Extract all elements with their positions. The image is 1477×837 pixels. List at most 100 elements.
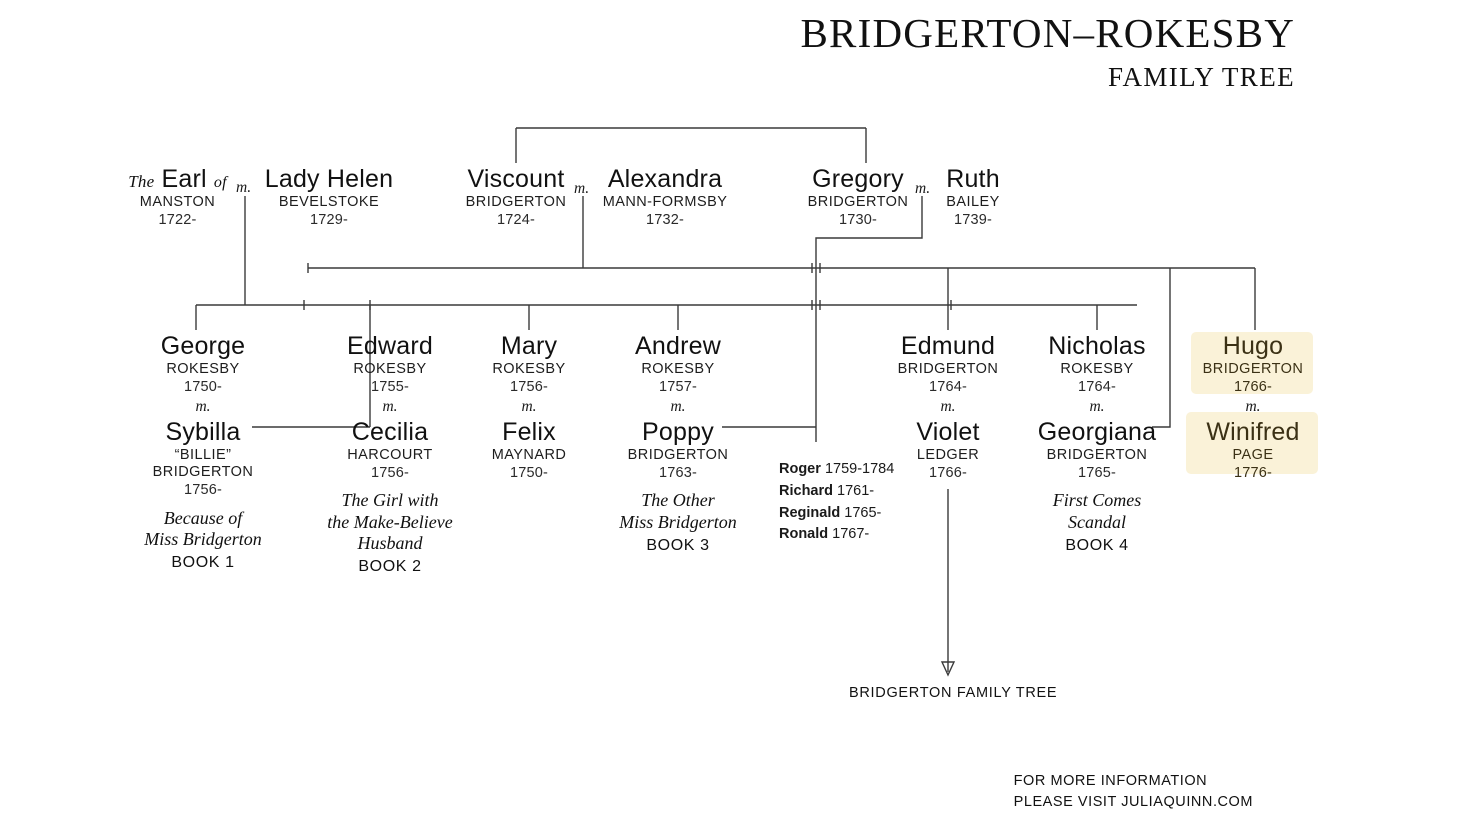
person-given-name: Gregory	[812, 165, 904, 193]
pointer-label-bridgerton-tree[interactable]: BRIDGERTON FAMILY TREE	[849, 685, 1058, 701]
child-years: 1765-	[844, 504, 882, 521]
book-title: The Other Miss Bridgerton	[619, 490, 737, 532]
name-suffix-of: of	[213, 174, 227, 191]
spouse-given-name: Sybilla	[165, 417, 241, 446]
book-number: BOOK 2	[358, 558, 422, 575]
person-years: 1732-	[645, 212, 685, 229]
person-given-name: Alexandra	[607, 165, 723, 193]
spouse-given-name: Georgiana	[1037, 417, 1157, 446]
person-surname: ROKESBY	[353, 361, 427, 377]
person-years: 1724-	[496, 212, 536, 229]
title-main: BRIDGERTON–ROKESBY	[800, 10, 1295, 56]
marriage-symbol-manston-helen: m.	[236, 179, 252, 196]
person-years: 1755-	[370, 379, 410, 396]
marriage-symbol: m.	[521, 398, 537, 416]
person-surname: ROKESBY	[492, 361, 566, 377]
list-item: Ronald 1767-	[779, 524, 894, 546]
person-gregory[interactable]: Gregory BRIDGERTON 1730-	[787, 165, 929, 228]
couple-edmund-violet[interactable]: Edmund BRIDGERTON 1764- m. Violet LEDGER…	[866, 332, 1030, 481]
spouse-given-name: Violet	[916, 417, 980, 446]
spouse-years: 1763-	[658, 465, 698, 482]
spouse-surname: BRIDGERTON	[1046, 446, 1148, 463]
person-given-name: Viscount	[467, 165, 565, 193]
person-surname: ROKESBY	[166, 361, 240, 377]
spouse-years: 1756-	[183, 482, 223, 499]
spouse-given-name: Felix	[502, 417, 556, 446]
person-years: 1756-	[509, 379, 549, 396]
person-earl-manston[interactable]: The Earl of MANSTON 1722-	[110, 165, 245, 228]
couple-hugo-winifred[interactable]: Hugo BRIDGERTON 1766- m. Winifred PAGE 1…	[1180, 332, 1326, 481]
marriage-symbol-gregory-ruth: m.	[915, 180, 931, 197]
footer: FOR MORE INFORMATION PLEASE VISIT JULIAQ…	[1014, 771, 1253, 813]
person-surname: BRIDGERTON	[465, 194, 567, 210]
person-given-name: Edmund	[900, 332, 996, 360]
children-list: Roger 1759-1784 Richard 1761- Reginald 1…	[779, 459, 894, 546]
person-surname: BEVELSTOKE	[278, 194, 380, 210]
title-subtitle: FAMILY TREE	[1108, 62, 1295, 93]
wire-georgiana-link	[1152, 268, 1171, 428]
child-name: Reginald	[779, 504, 841, 521]
person-surname: MANSTON	[139, 194, 216, 210]
person-years: 1729-	[309, 212, 349, 229]
spouse-surname: HARCOURT	[347, 446, 433, 463]
book-title: The Girl with the Make-Believe Husband	[327, 490, 453, 553]
child-name: Ronald	[779, 526, 829, 543]
person-alexandra[interactable]: Alexandra MANN-FORMSBY 1732-	[594, 165, 736, 228]
child-years: 1759-1784	[824, 461, 895, 477]
person-given-name: Hugo	[1222, 332, 1284, 360]
person-years: 1722-	[158, 212, 197, 229]
person-years: 1764-	[928, 379, 968, 396]
footer-line-1: FOR MORE INFORMATION	[1013, 772, 1208, 789]
person-surname: BRIDGERTON	[897, 361, 999, 377]
person-years: 1739-	[953, 212, 993, 229]
couple-edward-cecilia[interactable]: Edward ROKESBY 1755- m. Cecilia HARCOURT…	[300, 332, 480, 576]
spouse-years: 1766-	[928, 465, 968, 482]
person-surname: ROKESBY	[641, 361, 715, 377]
book-title: Because of Miss Bridgerton	[144, 507, 262, 549]
page-title: BRIDGERTON–ROKESBY FAMILY TREE	[800, 10, 1295, 93]
person-ruth[interactable]: Ruth BAILEY 1739-	[930, 165, 1016, 228]
person-viscount-bridgerton[interactable]: Viscount BRIDGERTON 1724-	[445, 165, 587, 228]
couple-nicholas-georgiana[interactable]: Nicholas ROKESBY 1764- m. Georgiana BRID…	[1013, 332, 1181, 555]
wire-pointer-arrowhead	[940, 661, 956, 677]
person-given-name: Andrew	[635, 332, 721, 360]
marriage-symbol: m.	[1245, 398, 1261, 416]
person-given-name: Mary	[500, 332, 558, 360]
person-surname: BRIDGERTON	[807, 194, 909, 210]
person-years: 1766-	[1233, 379, 1273, 396]
highlight-background-hugo	[1191, 332, 1313, 394]
highlight-background-winifred	[1186, 412, 1318, 474]
person-given-name: Edward	[347, 332, 433, 360]
marriage-symbol-viscount-alexandra: m.	[574, 180, 590, 197]
spouse-years: 1776-	[1233, 465, 1273, 482]
marriage-symbol: m.	[1089, 398, 1105, 416]
child-name: Richard	[779, 482, 833, 499]
person-years: 1730-	[838, 212, 878, 229]
spouse-surname: PAGE	[1232, 446, 1274, 463]
spouse-years: 1750-	[509, 465, 549, 482]
book-number: BOOK 1	[171, 554, 235, 571]
marriage-symbol: m.	[195, 398, 211, 416]
child-years: 1767-	[832, 526, 870, 543]
marriage-symbol: m.	[940, 398, 956, 416]
person-years: 1750-	[183, 379, 223, 396]
marriage-symbol: m.	[382, 398, 398, 416]
spouse-given-name: Cecilia	[351, 417, 429, 446]
couple-george-sybilla[interactable]: George ROKESBY 1750- m. Sybilla “BILLIE”…	[118, 332, 288, 572]
child-name: Roger	[779, 461, 821, 477]
couple-mary-felix[interactable]: Mary ROKESBY 1756- m. Felix MAYNARD 1750…	[454, 332, 604, 481]
person-lady-helen[interactable]: Lady Helen BEVELSTOKE 1729-	[258, 165, 400, 228]
person-years: 1764-	[1077, 379, 1117, 396]
couple-andrew-poppy[interactable]: Andrew ROKESBY 1757- m. Poppy BRIDGERTON…	[590, 332, 766, 555]
list-item: Richard 1761-	[779, 481, 894, 503]
footer-line-2[interactable]: PLEASE VISIT JULIAQUINN.COM	[1013, 793, 1253, 810]
wire-gregory-marriage	[815, 196, 923, 442]
spouse-surname: BRIDGERTON	[152, 464, 254, 481]
person-given-name: Ruth	[946, 165, 1000, 193]
name-prefix-the: The	[128, 172, 155, 191]
spouse-given-name: Poppy	[642, 417, 714, 446]
person-surname: ROKESBY	[1060, 361, 1134, 377]
person-surname: BAILEY	[946, 194, 1000, 210]
